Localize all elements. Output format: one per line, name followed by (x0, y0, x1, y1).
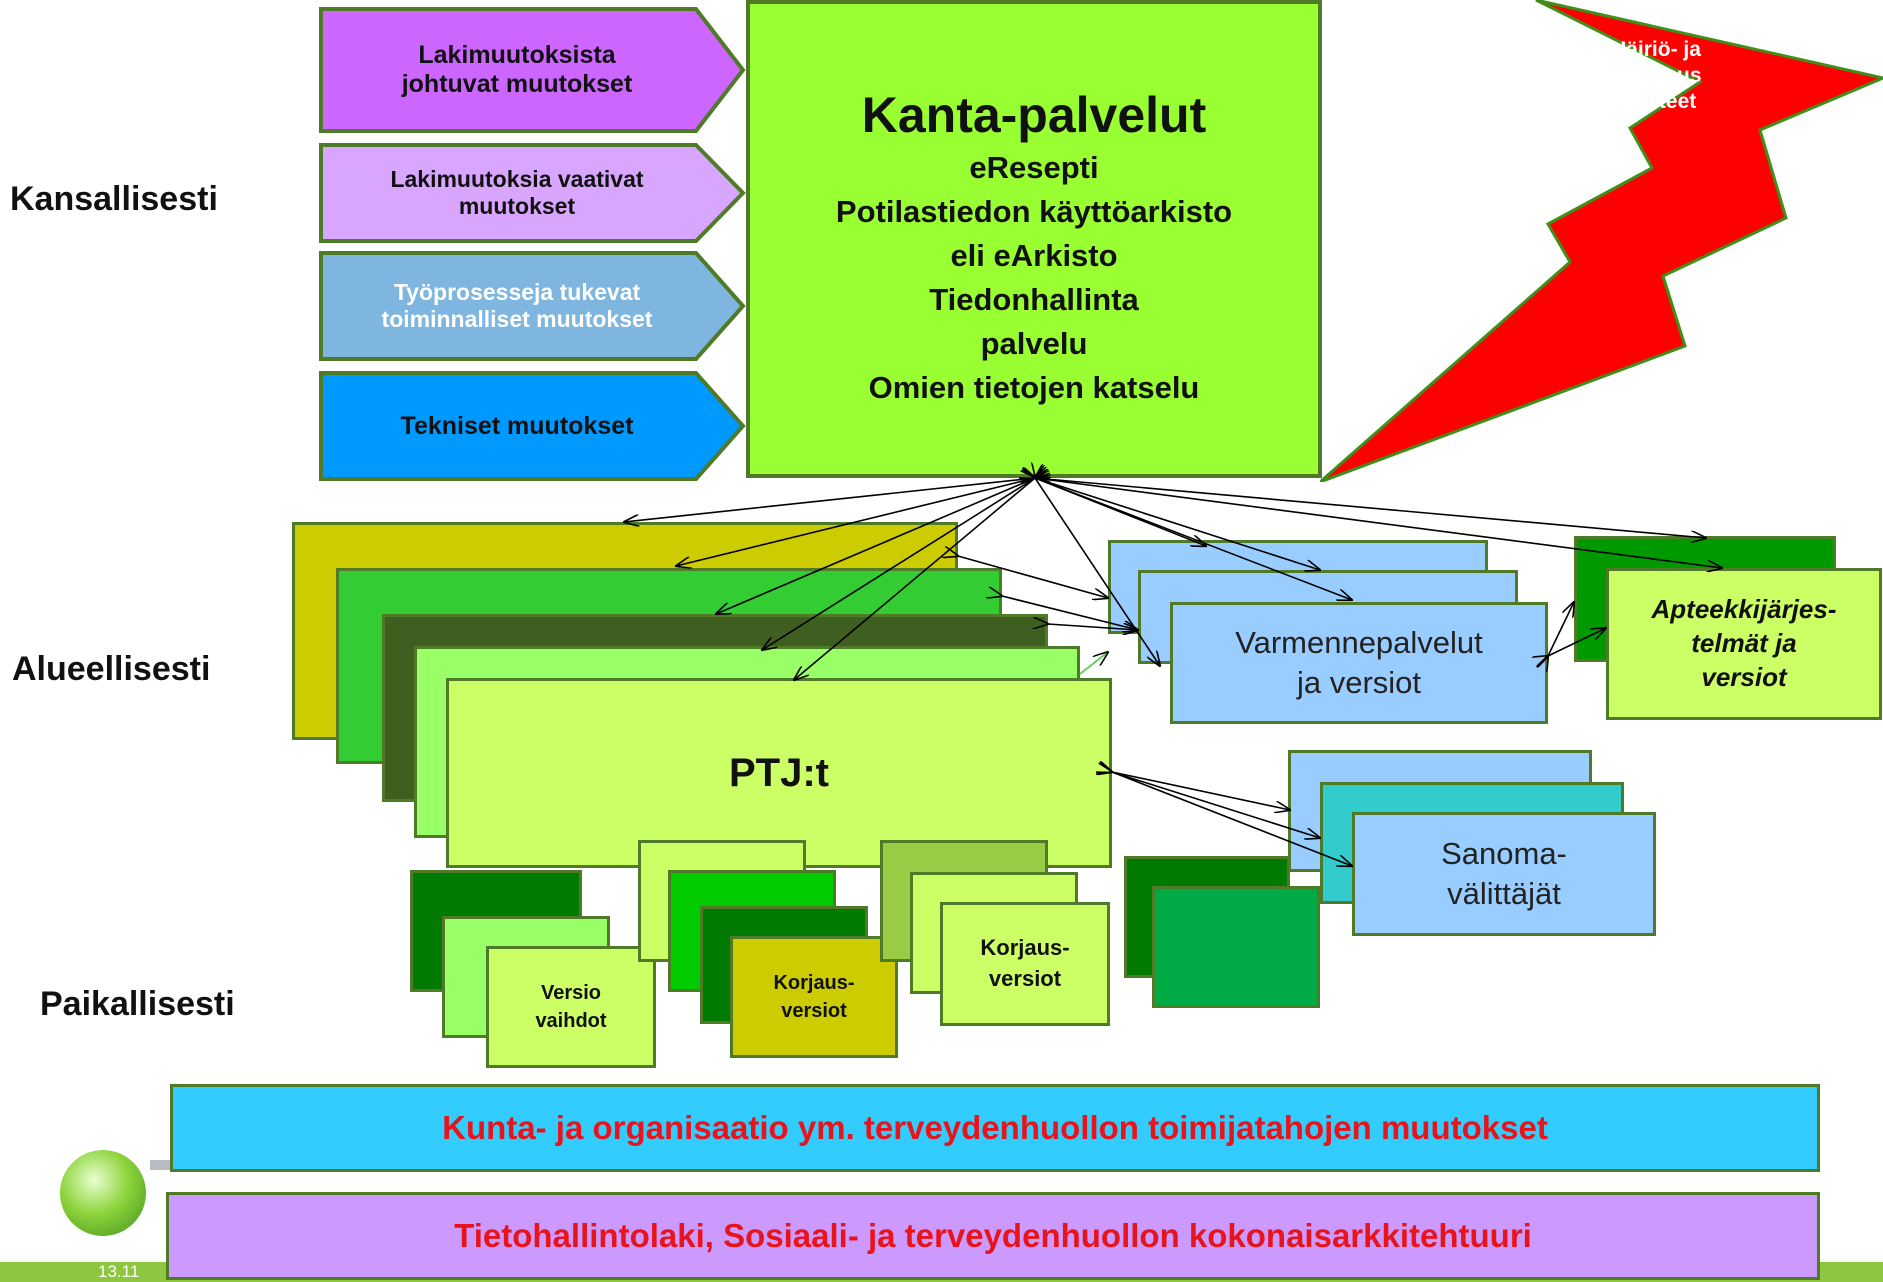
level-regional: Alueellisesti (12, 650, 211, 688)
kanta-line-3: eli eArkisto (950, 238, 1118, 273)
kanta-line-2: Potilastiedon käyttöarkisto (835, 194, 1233, 229)
arrow-line (794, 478, 1035, 680)
change-chevron-2 (319, 143, 746, 243)
arrow-line (1112, 772, 1290, 810)
change-label-2: Lakimuutoksia vaativat muutokset (390, 166, 644, 219)
lightning-bolt-icon (1320, 0, 1883, 482)
ptj-label: PTJ:t (729, 750, 829, 795)
ptj-box: PTJ:t (446, 678, 1112, 868)
arrow-line (1035, 478, 1160, 666)
arrow-line (1548, 602, 1574, 656)
arrow-line (1035, 478, 1352, 600)
arrow-line (1112, 772, 1320, 838)
korjaus2-box: Korjaus- versiot (940, 902, 1110, 1026)
sanoma-label: Sanoma- välittäjät (1441, 835, 1567, 911)
arrow-line-green (1079, 652, 1108, 675)
apteekki-box: Apteekkijärjes- telmät ja versiot (1606, 568, 1882, 720)
kunta-bar: Kunta- ja organisaatio ym. terveydenhuol… (170, 1084, 1820, 1172)
change-label-4: Tekniset muutokset (400, 411, 634, 440)
sanoma-box: Sanoma- välittäjät (1352, 812, 1656, 936)
green-layer-2 (1152, 886, 1320, 1008)
arrow-line (1035, 478, 1722, 568)
kanta-palvelut-box: Kanta-palvelut eResepti Potilastiedon kä… (746, 0, 1322, 478)
change-chevron-4 (319, 371, 746, 481)
arrow-line (716, 478, 1035, 614)
change-chevron-3 (319, 251, 746, 361)
disruption-label: Häiriö- ja poikkeus tilanteet (1610, 37, 1702, 114)
varmenne-box: Varmennepalvelut ja versiot (1170, 602, 1548, 724)
arrow-line (1035, 478, 1706, 538)
arrow-line (1048, 624, 1138, 630)
kunta-bar-label: Kunta- ja organisaatio ym. terveydenhuol… (442, 1109, 1548, 1146)
arrow-line (676, 478, 1035, 566)
change-label-3: Työprosesseja tukevat toiminnalliset muu… (381, 279, 653, 332)
apteekki-label: Apteekkijärjes- telmät ja versiot (1651, 594, 1837, 692)
versio-box: Versio vaihdot (486, 946, 656, 1068)
kanta-line-4: Tiedonhallinta (929, 282, 1139, 317)
arrow-line (1112, 772, 1352, 866)
change-label-1: Lakimuutoksista johtuvat muutokset (401, 41, 633, 98)
korjaus1-label: Korjaus- versiot (773, 972, 855, 1022)
kanta-line-5: palvelu (980, 326, 1088, 361)
level-local: Paikallisesti (40, 985, 235, 1023)
varmenne-label: Varmennepalvelut ja versiot (1235, 624, 1483, 700)
level-national: Kansallisesti (10, 180, 218, 218)
korjaus1-box: Korjaus- versiot (730, 936, 898, 1058)
change-chevron-1 (319, 7, 746, 133)
korjaus2-label: Korjaus- versiot (980, 935, 1070, 991)
logo-icon (60, 1150, 146, 1236)
kanta-line-1: eResepti (969, 150, 1099, 185)
footer-date: 13.11 (98, 1262, 140, 1281)
kanta-title: Kanta-palvelut (861, 87, 1207, 143)
arrow-line (1035, 478, 1320, 570)
tieto-bar: Tietohallintolaki, Sosiaali- ja terveyde… (166, 1192, 1820, 1280)
arrow-line (1548, 628, 1606, 656)
kanta-line-6: Omien tietojen katselu (868, 370, 1200, 405)
arrow-line (624, 478, 1035, 522)
arrow-line (958, 556, 1108, 598)
versio-label: Versio vaihdot (535, 982, 607, 1032)
tieto-bar-label: Tietohallintolaki, Sosiaali- ja terveyde… (454, 1217, 1532, 1254)
arrow-line (762, 478, 1035, 650)
